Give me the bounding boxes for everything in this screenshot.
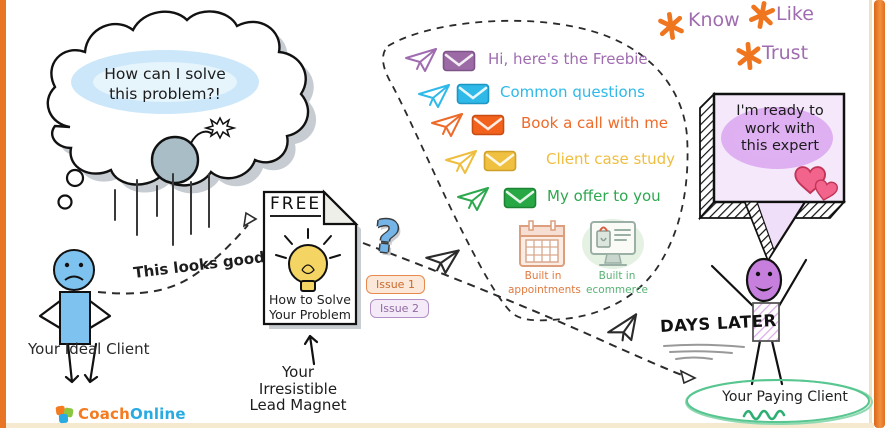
envelope-icon [483, 150, 517, 172]
logo-square-blue [58, 413, 69, 424]
brand-name-part2: Online [130, 404, 186, 423]
thought-trail [57, 168, 85, 210]
left-border [0, 0, 6, 428]
ecommerce-monitor-icon [582, 219, 644, 269]
brand-logo-text: CoachOnline [78, 405, 186, 423]
thought-line-2: this problem?! [109, 85, 221, 103]
brand-logo: CoachOnline [55, 404, 186, 424]
sad-client-legs [64, 342, 99, 384]
bubble-line-3: this expert [740, 138, 820, 155]
envelope-icon [471, 114, 505, 136]
happy-client-figure [710, 257, 808, 386]
lead-magnet-document: FREE How to Solve Your Problem [258, 186, 362, 332]
free-badge: FREE [270, 194, 322, 217]
speech-bubble-text: I'm ready to work with this expert [716, 103, 844, 156]
email-label-1: Hi, here's the Freebie [488, 50, 648, 68]
paper-plane-icon [431, 113, 463, 137]
feature-ecommerce-label: Built in ecommerce [582, 270, 652, 297]
rain-lines [114, 173, 210, 246]
right-accent-line [869, 0, 872, 428]
magnet-to-client-arrow [362, 242, 683, 376]
feature-appointments-line-1: Built in [524, 270, 562, 282]
paper-plane-icon [405, 48, 437, 72]
paper-plane-icon [445, 150, 477, 174]
paper-plane-icon [418, 84, 450, 108]
star-burst-icon [736, 41, 762, 71]
document-title-line-1: How to Solve [269, 292, 351, 308]
document-title: How to Solve Your Problem [258, 292, 362, 322]
star-burst-icon [658, 11, 684, 41]
lightbulb-icon [275, 228, 341, 292]
email-label-5: My offer to you [547, 187, 661, 205]
caption-line-3: Lead Magnet [249, 396, 347, 414]
caption-arrow-up [303, 334, 319, 366]
feature-appointments-line-2: appointments [508, 283, 581, 296]
paying-client-label: Your Paying Client [722, 389, 848, 405]
thought-line-1: How can I solve [104, 65, 226, 83]
feature-ecommerce-line-2: ecommerce [586, 283, 648, 296]
right-border [874, 0, 885, 428]
arrowhead-to-paying [679, 369, 697, 385]
email-label-3: Book a call with me [521, 114, 669, 132]
caption-line-1: Your [281, 363, 315, 381]
hearts-icon [794, 166, 838, 201]
feature-ecommerce-line-1: Built in [598, 270, 636, 282]
bubble-line-1: I'm ready to [736, 103, 824, 119]
like-label: Like [776, 3, 814, 25]
paper-plane-icon [607, 313, 638, 342]
paying-client-ellipse [685, 379, 873, 425]
brand-logo-icon [55, 404, 74, 424]
sad-client-figure [38, 249, 112, 345]
star-burst-icon [748, 0, 776, 30]
email-label-2: Common questions [500, 83, 645, 101]
feature-appointments-label: Built in appointments [508, 270, 581, 297]
thought-cloud: How can I solve this problem?! [46, 10, 317, 246]
email-label-4: Client case study [546, 150, 676, 168]
issue-2-badge: Issue 2 [370, 299, 429, 318]
arrowhead-to-magnet [242, 211, 258, 228]
envelope-icon [456, 83, 490, 105]
paper-plane-icon [457, 187, 489, 211]
know-label: Know [688, 9, 740, 31]
question-mark: ? [371, 210, 403, 265]
issue-1-badge: Issue 1 [366, 275, 425, 294]
caption-line-2: Irresistible [258, 379, 338, 398]
trust-label: Trust [762, 42, 809, 64]
bubble-line-2: work with [744, 120, 816, 137]
text-highlight-inner [93, 62, 237, 102]
days-later-underline [663, 343, 745, 360]
paper-plane-icon [425, 249, 460, 274]
bottom-band [6, 423, 874, 428]
brand-name-part1: Coach [78, 404, 131, 423]
document-title-line-2: Your Problem [269, 306, 351, 322]
funnel-outline [382, 19, 689, 322]
document-icon [262, 189, 361, 329]
speech-bubble [698, 91, 846, 263]
bomb-icon [150, 116, 237, 185]
calendar-icon [519, 220, 565, 267]
ideal-client-label: Your Ideal Client [28, 340, 150, 358]
envelope-icon [503, 187, 537, 209]
lead-magnet-caption: Your Irresistible Lead Magnet [238, 364, 358, 414]
envelope-icon [442, 50, 476, 72]
